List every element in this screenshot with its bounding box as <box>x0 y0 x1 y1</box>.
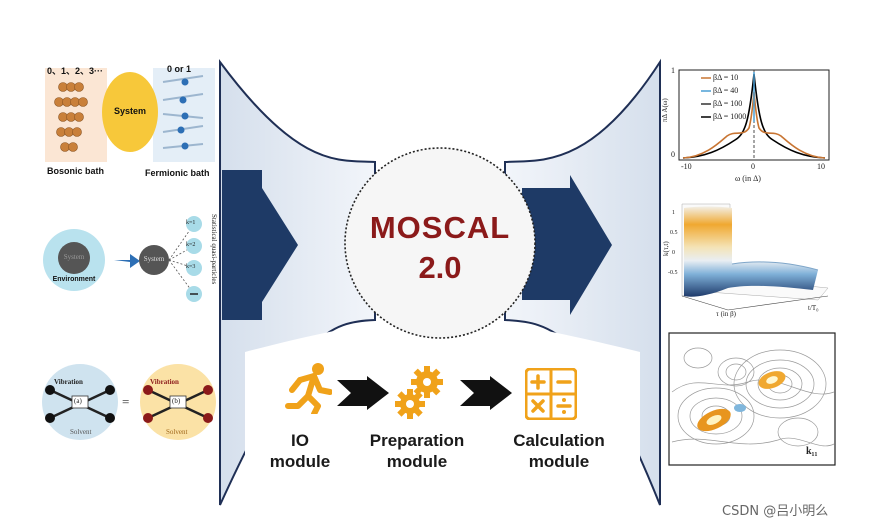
surface-zlabel: k(τ,t) <box>662 241 670 256</box>
surface-body <box>684 206 818 297</box>
surface-plot <box>681 203 829 311</box>
title-line1: MOSCAL <box>369 210 511 245</box>
contour-label: k₁₁ <box>806 446 818 457</box>
baths-system-label: System <box>113 106 147 116</box>
legend-item-1: βΔ = 10 <box>713 73 739 82</box>
env-system-label: System <box>143 255 165 263</box>
inner-system-label: System <box>63 253 85 261</box>
surface-panel: 1 0.5 0 -0.5 k(τ,t) τ (in β) t/T₀ <box>662 200 838 322</box>
bosonic-numbers: 0、1、2、3··· <box>47 66 104 76</box>
legend-item-3: βΔ = 100 <box>713 99 743 108</box>
gears-icon <box>395 366 443 419</box>
bottom-bridge <box>245 320 640 505</box>
fermionic-numbers: 0 or 1 <box>167 64 192 74</box>
k1-label: k=1 <box>186 220 196 226</box>
solvent-label-a: Solvent <box>70 428 92 436</box>
center-circle <box>344 147 536 339</box>
k2-label: k=2 <box>186 242 196 248</box>
io-label-line1: IO <box>291 431 309 450</box>
preparation-label-line1: Preparation <box>369 431 465 450</box>
k3-label: k=3 <box>186 264 196 270</box>
left-flow-arrow <box>222 170 298 320</box>
preparation-label-line2: module <box>386 452 448 471</box>
b-label: (b) <box>172 397 181 405</box>
bosonic-bath-label: Bosonic bath <box>47 166 105 176</box>
surface-xlabel: τ (in β) <box>716 310 736 318</box>
baths-illustration <box>45 68 215 162</box>
surface-ylabel: t/T₀ <box>808 304 819 312</box>
contour-plot <box>668 332 836 466</box>
xtick-0: 0 <box>751 162 755 171</box>
module-arrow-2 <box>460 376 512 410</box>
legend-item-4: βΔ = 1000 <box>713 112 747 121</box>
right-flow-arrow <box>522 175 612 315</box>
solvent-illustration <box>42 364 216 440</box>
baths-panel: 0、1、2、3··· System 0 or 1 Bosonic bath Fe… <box>45 62 220 182</box>
ytick-1: 1 <box>671 66 675 75</box>
spectrum-plot <box>678 69 830 161</box>
zlabel-tick-0: 0 <box>672 250 675 256</box>
io-module-label: IO module <box>255 430 345 472</box>
calculator-icon <box>525 368 577 420</box>
vibration-label-b: Vibration <box>150 378 179 386</box>
running-person-icon <box>285 363 332 414</box>
spectrum-xlabel: ω (in Δ) <box>735 174 761 183</box>
contour-panel: k₁₁ <box>668 332 836 466</box>
preparation-module-label: Preparation module <box>362 430 472 472</box>
fermionic-bath-label: Fermionic bath <box>145 168 210 178</box>
spectrum-ylabel: πΔ A(ω) <box>661 98 669 122</box>
ytick-0: 0 <box>671 150 675 159</box>
environment-label: Environment <box>52 276 96 283</box>
calculation-label-line2: module <box>528 452 590 471</box>
title-line2: 2.0 <box>418 250 462 285</box>
equals-sign: = <box>122 394 130 409</box>
module-arrow-1 <box>337 376 389 410</box>
quasi-particles-label: Statistical quasi-particles <box>210 214 218 285</box>
zlabel-tick-neg05: -0.5 <box>668 270 678 276</box>
io-label-line2: module <box>269 452 331 471</box>
calculation-label-line1: Calculation <box>513 431 605 450</box>
solvent-label-b: Solvent <box>166 428 188 436</box>
legend-item-2: βΔ = 40 <box>713 86 739 95</box>
environment-panel: System Environment System k=1 k=2 k=3 St… <box>42 210 220 310</box>
zlabel-tick-1: 1 <box>672 210 675 216</box>
spectrum-panel: βΔ = 10 βΔ = 40 βΔ = 100 βΔ = 1000 1 0 -… <box>661 62 835 192</box>
calculation-module-label: Calculation module <box>504 430 614 472</box>
watermark: CSDN @吕小明么 <box>722 504 829 519</box>
solvent-panel: Vibration Solvent (a) = Vibration Solven… <box>40 360 220 450</box>
a-label: (a) <box>74 397 82 405</box>
zlabel-tick-05: 0.5 <box>670 230 678 236</box>
vibration-label-a: Vibration <box>54 378 83 386</box>
xtick-neg10: -10 <box>681 162 692 171</box>
xtick-10: 10 <box>817 162 825 171</box>
environment-illustration <box>43 216 202 302</box>
